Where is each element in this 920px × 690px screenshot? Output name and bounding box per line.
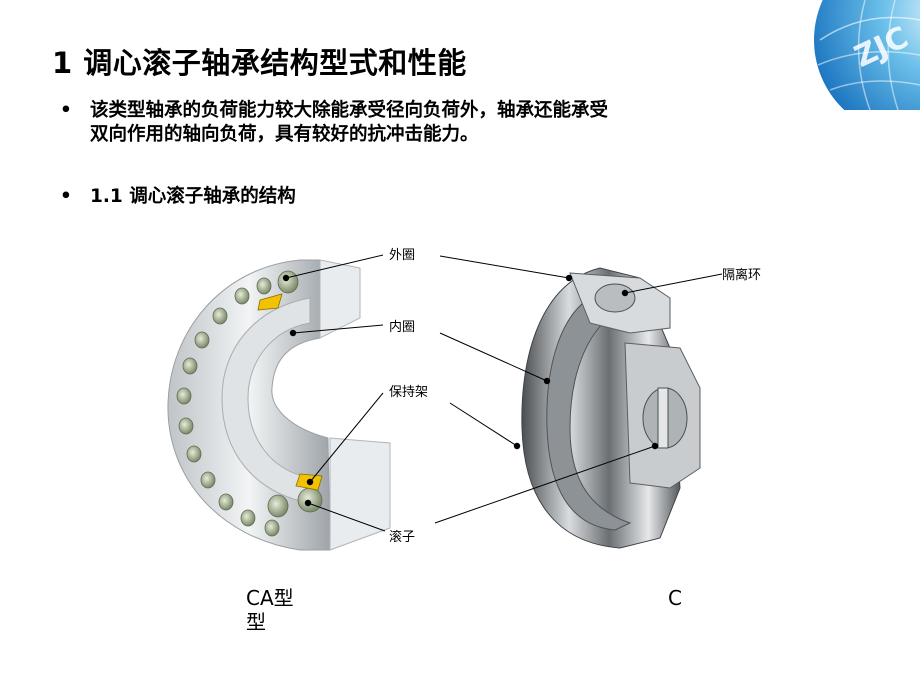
caption-ca-type: CA型 型 <box>246 586 294 634</box>
ca-bearing-image <box>167 259 391 551</box>
bullet-item: • 该类型轴承的负荷能力较大除能承受径向负荷外，轴承还能承受 双向作用的轴向负荷… <box>60 99 820 149</box>
leader-dots <box>282 274 659 507</box>
label-cage: 保持架 <box>389 385 429 400</box>
bullet-marker: • <box>60 100 72 121</box>
label-spacer-ring: 隔离环 <box>722 268 762 283</box>
bearing-diagram <box>167 254 723 551</box>
bullet-marker: • <box>60 186 72 207</box>
bullet-text-line: 双向作用的轴向负荷，具有较好的抗冲击能力。 <box>90 124 479 145</box>
page-title: 1 调心滚子轴承结构型式和性能 <box>52 46 467 80</box>
label-roller: 滚子 <box>389 530 416 545</box>
bullet-item: • 1.1 调心滚子轴承的结构 <box>60 185 460 211</box>
label-outer-ring: 外圈 <box>389 248 416 263</box>
caption-c-type: C <box>668 586 682 610</box>
leader-lines <box>285 254 723 532</box>
label-inner-ring: 内圈 <box>389 320 416 335</box>
c-bearing-image <box>521 267 701 549</box>
globe-logo-icon: ZJC <box>814 0 920 110</box>
bullet-text-line: 该类型轴承的负荷能力较大除能承受径向负荷外，轴承还能承受 <box>90 100 609 121</box>
bullet-text-line: 1.1 调心滚子轴承的结构 <box>90 186 296 207</box>
